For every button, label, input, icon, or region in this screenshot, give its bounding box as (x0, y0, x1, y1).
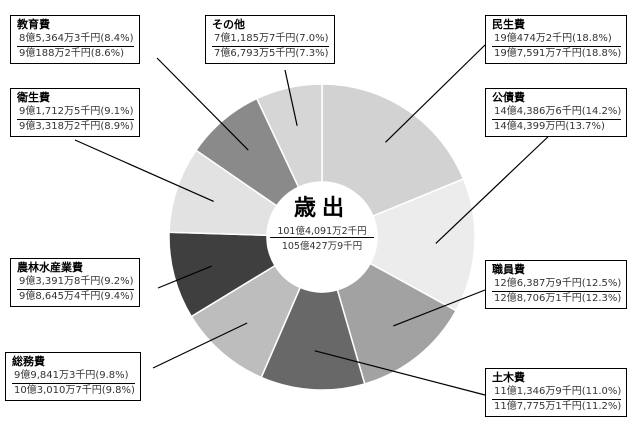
category-name: 教育費 (17, 18, 50, 31)
leader-line-4 (152, 322, 248, 369)
leader-line-5 (157, 265, 212, 289)
leader-line-6 (74, 139, 214, 202)
current-amount: 19億474万2千円(18.8%) (492, 32, 622, 47)
previous-amount: 9億8,645万4千円(9.4%) (19, 291, 134, 302)
previous-amount: 12億8,706万1千円(12.3%) (494, 293, 622, 304)
leader-line-2 (393, 289, 486, 327)
leader-line-1 (435, 132, 553, 244)
category-name: 衛生費 (17, 91, 50, 104)
leader-line-3 (314, 350, 486, 396)
center-label: 歳出 101億4,091万2千円 105億427万9千円 (262, 195, 382, 252)
previous-amount: 11億7,775万1千円(11.2%) (494, 401, 622, 412)
total-previous: 105億427万9千円 (281, 241, 363, 252)
category-name: 農林水産業費 (17, 261, 83, 274)
previous-amount: 7億6,793万5千円(7.3%) (214, 48, 329, 59)
previous-amount: 19億7,591万7千円(18.8%) (494, 48, 622, 59)
current-amount: 8億5,364万3千円(8.4%) (17, 32, 134, 47)
total-current: 101億4,091万2千円 (270, 223, 374, 238)
leader-line-7 (156, 57, 249, 151)
category-name: その他 (212, 18, 245, 31)
current-amount: 9億9,841万3千円(9.8%) (12, 369, 135, 384)
leader-line-0 (385, 44, 486, 143)
current-amount: 7億1,185万7千円(7.0%) (212, 32, 329, 47)
current-amount: 14億4,386万6千円(14.2%) (492, 105, 622, 120)
previous-amount: 14億4,399万円(13.7%) (494, 121, 605, 132)
previous-amount: 9億188万2千円(8.6%) (19, 48, 125, 59)
previous-amount: 9億3,318万2千円(8.9%) (19, 121, 134, 132)
category-name: 職員費 (492, 263, 525, 276)
current-amount: 9億1,712万5千円(9.1%) (17, 105, 134, 120)
chart-title: 歳出 (293, 196, 350, 221)
previous-amount: 10億3,010万7千円(9.8%) (14, 385, 135, 396)
leader-line-8 (284, 69, 298, 126)
category-name: 総務費 (12, 355, 45, 368)
category-name: 公債費 (492, 91, 525, 104)
current-amount: 11億1,346万9千円(11.0%) (492, 385, 622, 400)
current-amount: 9億3,391万8千円(9.2%) (17, 275, 134, 290)
category-name: 土木費 (492, 371, 525, 384)
current-amount: 12億6,387万9千円(12.5%) (492, 277, 622, 292)
category-name: 民生費 (492, 18, 525, 31)
